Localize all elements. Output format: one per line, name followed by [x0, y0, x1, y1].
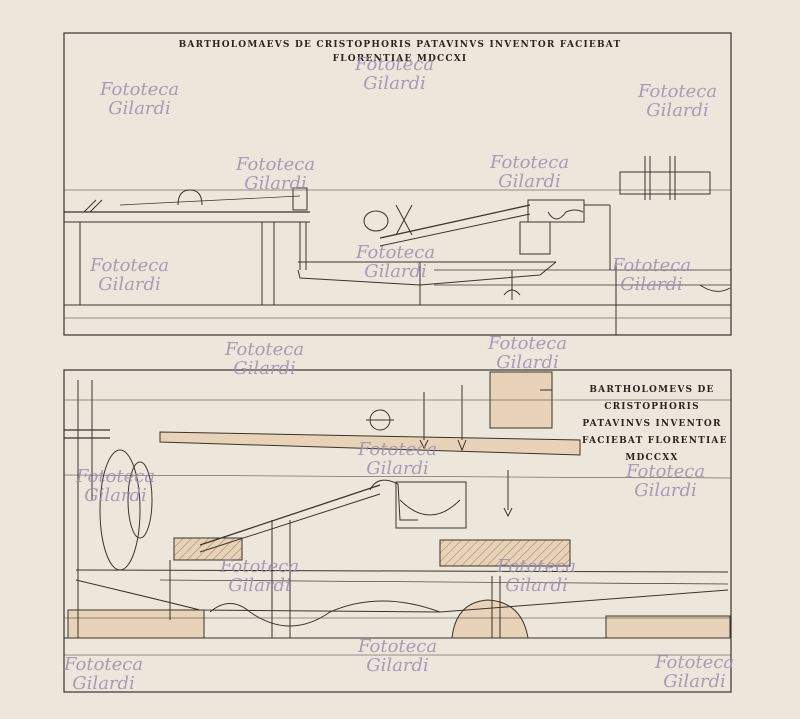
lower-plate-border	[63, 369, 732, 693]
upper-inscription-line-2: FLORENTIAE MDCCXI	[332, 54, 468, 64]
upper-plate-border	[63, 32, 732, 336]
upper-inscription: BARTHOLOMAEVS DE CRISTOPHORIS PATAVINVS …	[100, 40, 700, 64]
lower-inscription-line-1: BARTHOLOMEVS DE	[589, 385, 715, 395]
upper-plate	[63, 32, 732, 336]
lower-plate	[63, 369, 732, 693]
lower-inscription-line-5: MDCCXX	[625, 453, 679, 463]
lower-inscription-line-3: PATAVINVS INVENTOR	[582, 419, 722, 429]
lower-inscription: BARTHOLOMEVS DE CRISTOPHORIS PATAVINVS I…	[582, 382, 728, 467]
upper-inscription-line-1: BARTHOLOMAEVS DE CRISTOPHORIS PATAVINVS …	[178, 40, 622, 50]
lower-inscription-line-2: CRISTOPHORIS	[604, 402, 700, 412]
lower-inscription-line-4: FACIEBAT FLORENTIAE	[582, 436, 728, 446]
